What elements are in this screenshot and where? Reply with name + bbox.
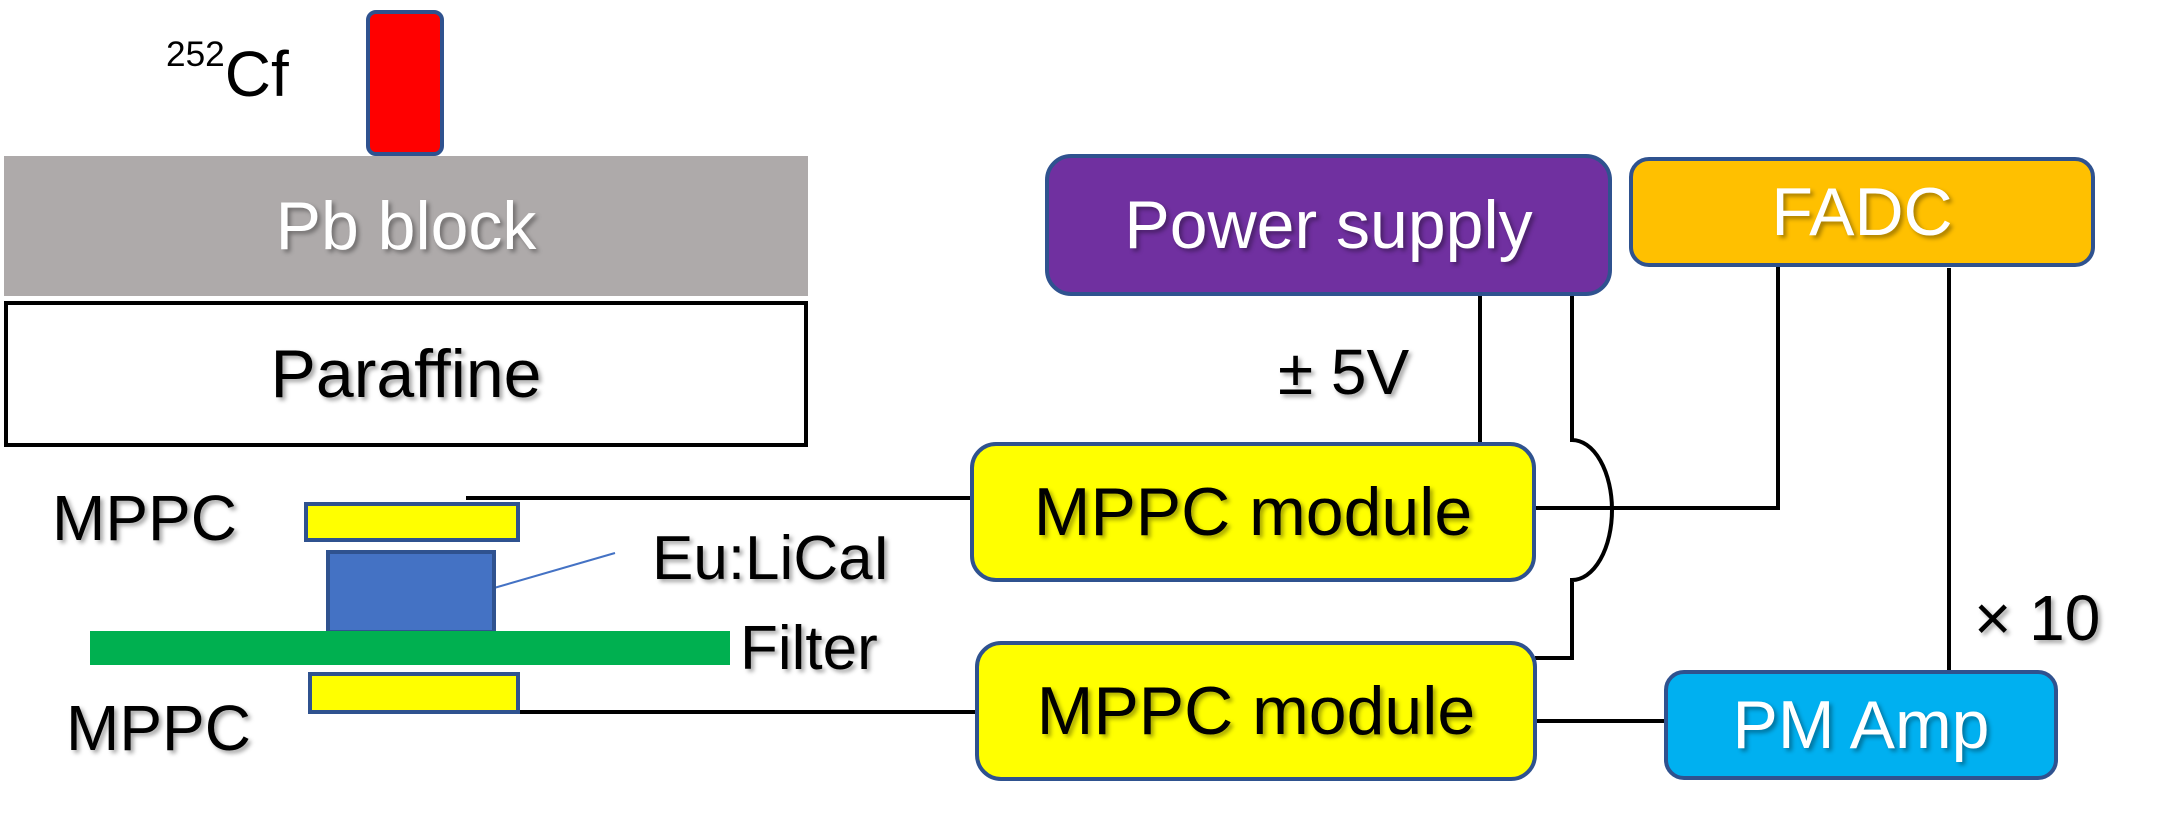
mppc-module-bottom: MPPC module <box>975 641 1537 781</box>
filter <box>90 631 730 665</box>
mppc-module-bottom-label: MPPC module <box>1036 673 1476 749</box>
crystal-label: Eu:LiCaI <box>652 524 890 593</box>
pm-amp-label: PM Amp <box>1732 687 1990 763</box>
fadc-label: FADC <box>1771 174 1953 250</box>
crystal-leader-line <box>493 552 616 589</box>
paraffine-label: Paraffine <box>270 336 542 412</box>
wire-power-to-bottom-module <box>1535 294 1614 660</box>
paraffine-block: Paraffine <box>4 301 808 447</box>
eu-lical-crystal <box>326 550 496 634</box>
wire-top-module-to-fadc <box>1535 266 1780 510</box>
filter-label: Filter <box>740 614 878 683</box>
cf-source <box>366 10 444 156</box>
mppc-bottom-sensor <box>308 672 520 714</box>
power-supply-label: Power supply <box>1124 187 1533 263</box>
pb-block: Pb block <box>4 156 808 296</box>
source-label: 252Cf <box>166 35 289 110</box>
pm-amp-box: PM Amp <box>1664 670 2058 780</box>
power-supply-box: Power supply <box>1045 154 1612 296</box>
mppc-bottom-label: MPPC <box>66 692 251 764</box>
mppc-module-top: MPPC module <box>970 442 1536 582</box>
voltage-label: ± 5V <box>1278 336 1410 408</box>
fadc-box: FADC <box>1629 157 2095 267</box>
pb-block-label: Pb block <box>275 188 537 264</box>
mppc-top-sensor <box>304 502 520 542</box>
mppc-module-top-label: MPPC module <box>1033 474 1473 550</box>
mppc-top-label: MPPC <box>52 482 237 554</box>
gain-label: × 10 <box>1974 582 2101 654</box>
